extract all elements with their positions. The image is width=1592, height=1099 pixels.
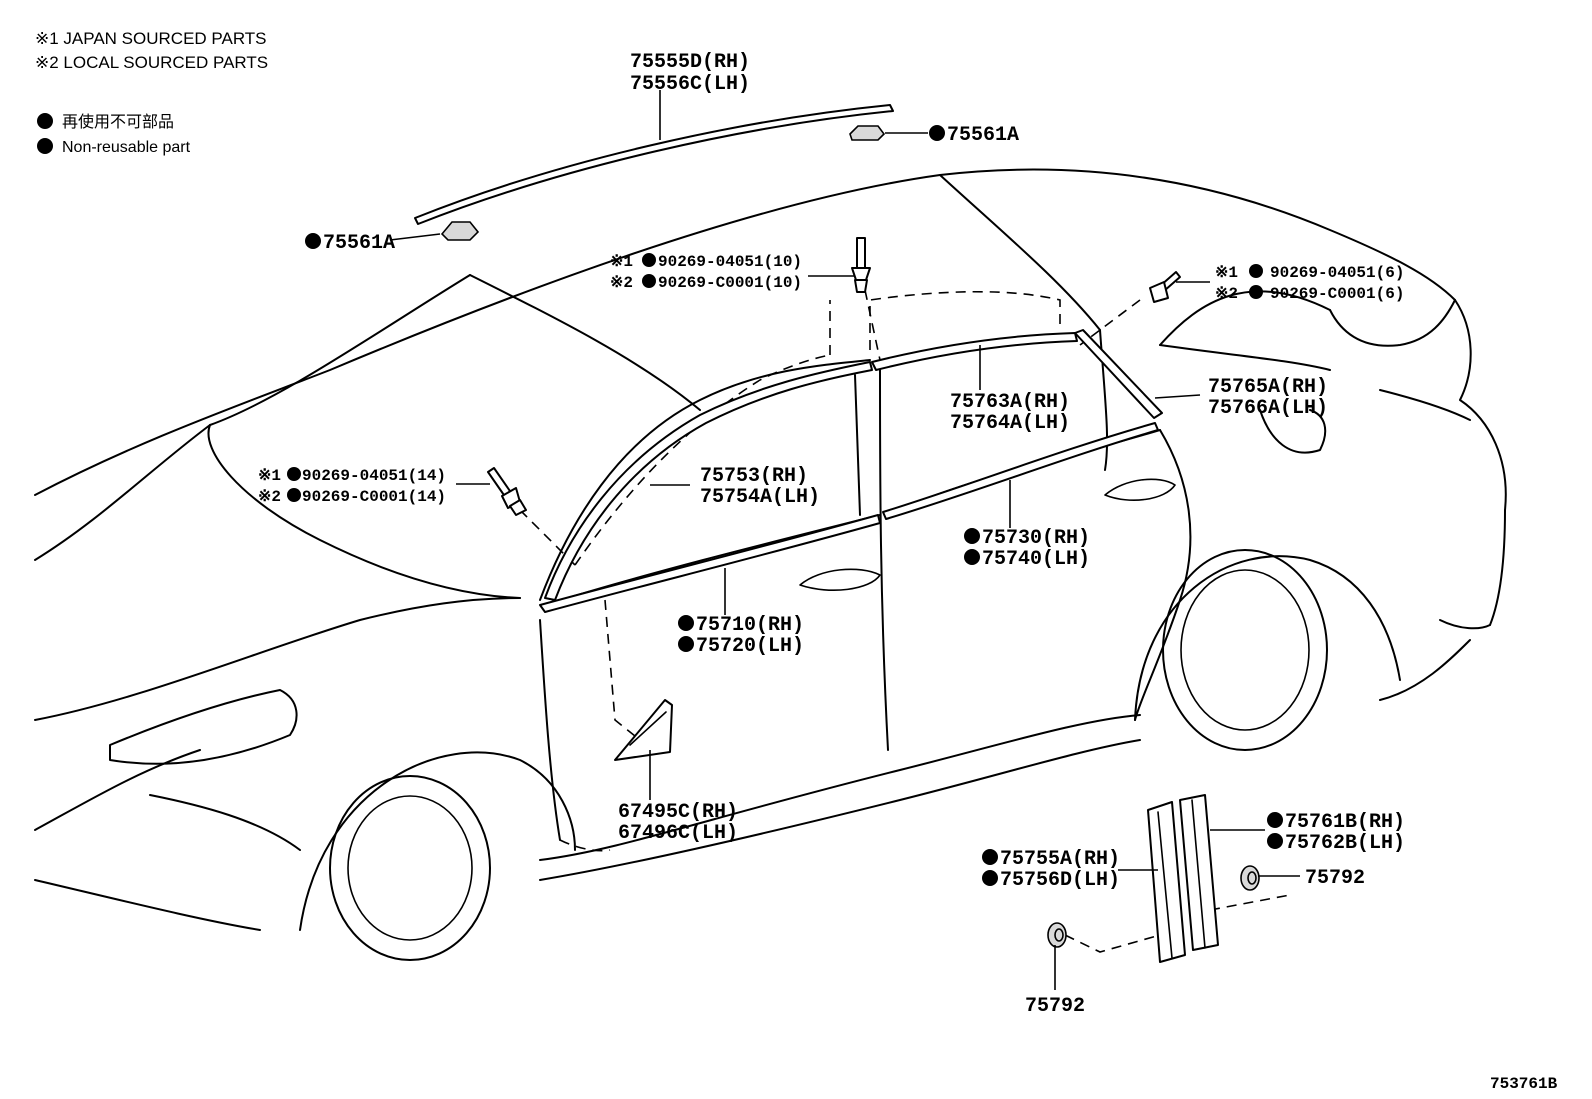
label-rear-corner-rh: 75765A(RH) [1208,376,1328,399]
front-belt-molding [539,514,881,613]
rivet-rear [1149,271,1181,303]
label-mirror-cover-lh: 67496C(LH) [618,822,738,845]
non-reusable-dot-icon [305,233,321,249]
label-mark-local: ※2 [258,488,281,506]
label-clip-top-japan: 90269-04051(10) [658,253,802,271]
rear-belt-molding [882,422,1159,520]
label-clip-top-local: 90269-C0001(10) [658,274,802,292]
non-reusable-dot-icon [287,488,301,502]
non-reusable-dot-icon [678,615,694,631]
pillar-clip-right [1240,865,1260,891]
label-mark-local: ※2 [610,274,633,292]
label-clip-front-local: 90269-C0001(14) [302,488,446,506]
label-clip-rear-japan: 90269-04051(6) [1270,264,1404,282]
rivet-top [851,237,871,293]
label-clip-front-japan: 90269-04051(14) [302,467,446,485]
pillar-garnish-front [1147,801,1186,963]
label-mark-japan: ※1 [258,467,281,485]
non-reusable-dot-icon [642,274,656,288]
front-door-upper-molding [544,361,873,601]
legend-note-japan: ※1 JAPAN SOURCED PARTS [35,29,267,48]
roof-molding [414,104,894,225]
label-pillar-clip-right: 75792 [1305,867,1365,890]
label-rear-upper-lh: 75764A(LH) [950,412,1070,435]
legend-note-local: ※2 LOCAL SOURCED PARTS [35,53,268,72]
label-rear-belt-rh: 75730(RH) [982,527,1090,550]
label-clip-rear-local: 90269-C0001(6) [1270,285,1404,303]
label-pillar-clip-lower: 75792 [1025,995,1085,1018]
label-mark-japan: ※1 [1215,264,1238,282]
legend-nonreusable-jp: 再使用不可部品 [62,113,174,131]
label-mark-japan: ※1 [610,253,633,271]
non-reusable-dot-icon [1267,812,1283,828]
label-front-belt-lh: 75720(LH) [696,635,804,658]
non-reusable-dot-icon [642,253,656,267]
non-reusable-dot-icon [929,125,945,141]
label-roof-clip-front: 75561A [323,232,395,255]
label-front-upper-rh: 75753(RH) [700,465,808,488]
label-rear-corner-lh: 75766A(LH) [1208,397,1328,420]
mirror-cover [614,699,673,761]
diagram-id: 753761B [1490,1075,1558,1093]
pillar-clip-lower [1047,922,1067,948]
dashed-guide-lines [519,289,1291,953]
leader-lines [389,90,1300,990]
roof-clip-front [440,221,480,241]
non-reusable-dot-icon [964,549,980,565]
non-reusable-dot-icon [964,528,980,544]
roof-clip-rear [849,125,886,141]
non-reusable-dot-icon [678,636,694,652]
callout-labels: 75555D(RH) 75556C(LH) 75561A 75561A ※1 9… [258,51,1558,1093]
rear-corner-molding [1074,329,1163,419]
label-pillar-rear-lh: 75762B(LH) [1285,832,1405,855]
non-reusable-dot-icon [1249,285,1263,299]
non-reusable-dot-icon [1267,833,1283,849]
label-roof-molding-rh: 75555D(RH) [630,51,750,74]
non-reusable-dot-icon [1249,264,1263,278]
non-reusable-dot-icon [37,138,53,154]
label-mirror-cover-rh: 67495C(RH) [618,801,738,824]
label-front-upper-lh: 75754A(LH) [700,486,820,509]
label-rear-upper-rh: 75763A(RH) [950,391,1070,414]
parts [414,104,1260,963]
non-reusable-dot-icon [982,849,998,865]
legend: ※1 JAPAN SOURCED PARTS ※2 LOCAL SOURCED … [35,29,268,156]
label-front-belt-rh: 75710(RH) [696,614,804,637]
label-roof-clip-rear: 75561A [947,124,1019,147]
rear-door-upper-molding [871,332,1078,371]
non-reusable-dot-icon [287,467,301,481]
label-pillar-rear-rh: 75761B(RH) [1285,811,1405,834]
non-reusable-dot-icon [982,870,998,886]
label-pillar-front-lh: 75756D(LH) [1000,869,1120,892]
label-roof-molding-lh: 75556C(LH) [630,73,750,96]
legend-nonreusable-en: Non-reusable part [62,139,191,156]
label-mark-local: ※2 [1215,285,1238,303]
label-rear-belt-lh: 75740(LH) [982,548,1090,571]
label-pillar-front-rh: 75755A(RH) [1000,848,1120,871]
rivet-front [487,467,527,516]
non-reusable-dot-icon [37,113,53,129]
